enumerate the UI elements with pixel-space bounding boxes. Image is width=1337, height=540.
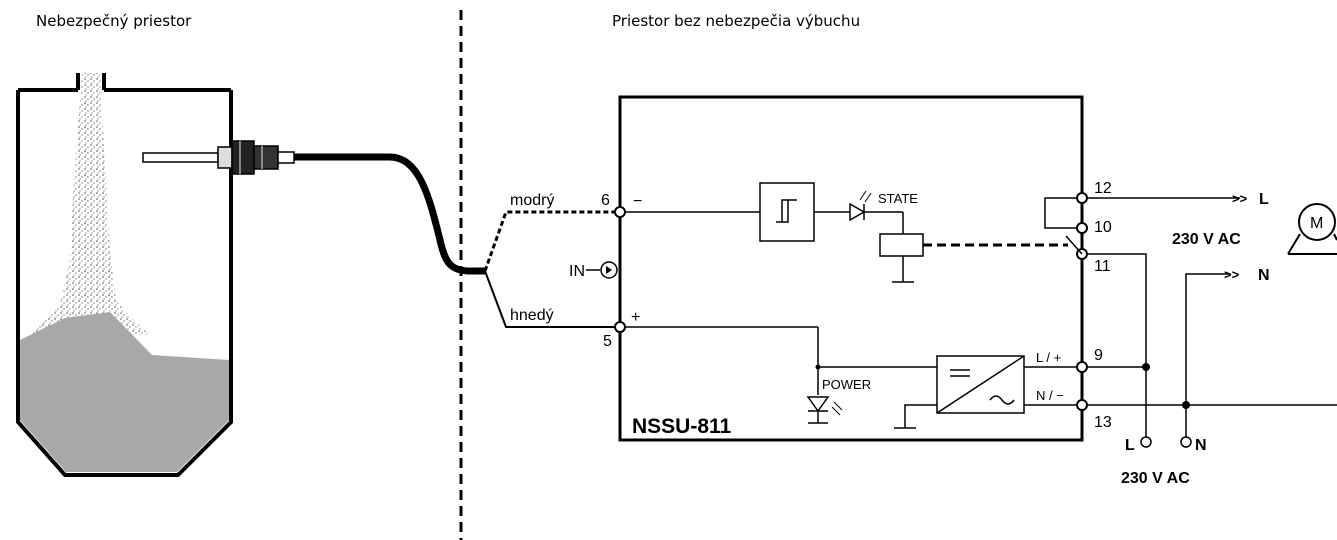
wire-brown-label: hnedý (510, 307, 554, 324)
supply-voltage-label: 230 V AC (1121, 470, 1190, 487)
output-voltage-label: 230 V AC (1172, 231, 1241, 248)
zone-safe-label: Priestor bez nebezpečia výbuchu (612, 12, 860, 30)
state-label: STATE (878, 191, 918, 206)
input-arrow-icon (586, 261, 618, 279)
polarity-plus: + (631, 309, 640, 326)
wire-brown (484, 270, 620, 328)
schmitt-trigger-icon (759, 182, 815, 242)
output-L-label: L (1259, 191, 1269, 208)
power-converter-icon (936, 355, 1025, 414)
sensor-cable (294, 153, 485, 275)
terminal-10 (1076, 222, 1088, 234)
relay-coil-icon (879, 233, 924, 257)
device-name: NSSU-811 (632, 415, 732, 438)
terminal-9 (1076, 361, 1088, 373)
terminal-10-label: 10 (1094, 219, 1112, 236)
level-sensor (142, 140, 295, 175)
supply-N-label: N (1195, 437, 1207, 454)
terminal-11-label: 11 (1094, 258, 1111, 275)
arrow-N-icon: >> (1224, 267, 1240, 282)
wire-blue (483, 210, 620, 272)
output-N-label: N (1258, 267, 1270, 284)
terminal-5 (614, 321, 626, 333)
terminal-12 (1076, 192, 1088, 204)
input-label: IN (569, 263, 585, 280)
output-line-N (1185, 273, 1230, 405)
supply-minus-label: N / − (1036, 388, 1064, 403)
supply-N-terminal (1180, 436, 1192, 448)
material-fill (20, 312, 229, 472)
supply-plus-label: L / + (1036, 350, 1061, 365)
terminal-5-label: 5 (603, 333, 612, 350)
wire-11-to-9 (1087, 253, 1147, 367)
material-stream (30, 73, 150, 335)
terminal-6 (614, 206, 626, 218)
motor-label: M (1310, 215, 1323, 232)
arrow-L-icon: >> (1232, 191, 1248, 206)
wire-blue-label: modrý (510, 192, 554, 209)
terminal-6-label: 6 (601, 192, 610, 209)
zone-hazardous-label: Nebezpečný priestor (36, 12, 192, 30)
power-label: POWER (822, 377, 871, 392)
state-led-icon (849, 190, 903, 222)
relay-contact-icon (1044, 197, 1083, 255)
terminal-13 (1076, 399, 1088, 411)
terminal-13-label: 13 (1094, 414, 1112, 431)
silo-tank (16, 73, 233, 477)
power-led-icon (806, 396, 843, 424)
supply-L-terminal (1140, 436, 1152, 448)
polarity-minus: − (633, 193, 642, 210)
supply-L-label: L (1125, 437, 1135, 454)
terminal-12-label: 12 (1094, 180, 1112, 197)
terminal-9-label: 9 (1094, 347, 1103, 364)
